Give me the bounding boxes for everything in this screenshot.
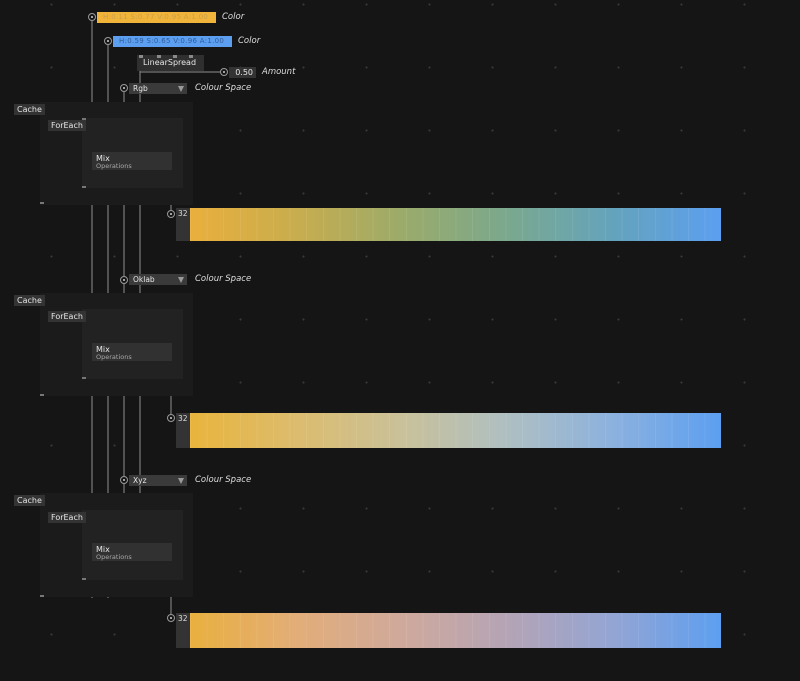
- gradient-stripes: [190, 413, 721, 448]
- foreach-label[interactable]: ForEach: [48, 512, 86, 523]
- chevron-down-icon: [178, 86, 184, 92]
- colour-space-value: Xyz: [133, 476, 147, 485]
- gradient-output-bar[interactable]: 32: [176, 613, 721, 648]
- region-corner: [40, 202, 44, 204]
- colour-space-output-pin[interactable]: [120, 276, 128, 284]
- color-a-label: Color: [222, 12, 245, 22]
- linear-spread-title: LinearSpread: [143, 58, 197, 67]
- colour-space-label: Colour Space: [195, 274, 252, 284]
- chevron-down-icon: [178, 478, 184, 484]
- mix-node[interactable]: Mix Operations: [92, 343, 172, 361]
- colour-space-label: Colour Space: [195, 83, 252, 93]
- region-corner: [40, 394, 44, 396]
- colour-space-output-pin[interactable]: [120, 476, 128, 484]
- region-corner: [82, 578, 86, 580]
- colour-space-output-pin[interactable]: [120, 84, 128, 92]
- foreach-label[interactable]: ForEach: [48, 311, 86, 322]
- mix-title: Mix: [96, 345, 110, 354]
- region-corner: [40, 595, 44, 597]
- linear-spread-input-pin[interactable]: [173, 55, 177, 58]
- mix-subtitle: Operations: [96, 162, 132, 170]
- cache-label[interactable]: Cache: [14, 104, 45, 115]
- linear-spread-input-pin[interactable]: [139, 55, 143, 58]
- count-output-pin[interactable]: [167, 414, 175, 422]
- amount-input[interactable]: 0.50: [229, 67, 256, 78]
- region-corner: [82, 377, 86, 379]
- amount-output-pin[interactable]: [220, 68, 228, 76]
- color-b-input[interactable]: H:0.59 S:0.65 V:0.96 A:1.00: [113, 36, 232, 47]
- gradient-stripes: [190, 208, 721, 241]
- mix-node[interactable]: Mix Operations: [92, 152, 172, 170]
- linear-spread-input-pin[interactable]: [157, 55, 161, 58]
- mix-title: Mix: [96, 154, 110, 163]
- count-value: 32: [176, 413, 190, 448]
- colour-space-label: Colour Space: [195, 475, 252, 485]
- mix-subtitle: Operations: [96, 353, 132, 361]
- color-a-output-pin[interactable]: [88, 13, 96, 21]
- color-b-label: Color: [238, 36, 261, 46]
- colour-space-value: Oklab: [133, 275, 155, 284]
- mix-node[interactable]: Mix Operations: [92, 543, 172, 561]
- count-value: 32: [176, 613, 190, 648]
- region-corner: [82, 118, 86, 120]
- cache-label[interactable]: Cache: [14, 295, 45, 306]
- gradient-output-bar[interactable]: 32: [176, 413, 721, 448]
- count-output-pin[interactable]: [167, 614, 175, 622]
- color-a-input[interactable]: H:0.11 S:0.77 V:0.95 A:1.00: [97, 12, 216, 23]
- amount-label: Amount: [262, 67, 296, 77]
- colour-space-value: Rgb: [133, 84, 148, 93]
- linear-spread-input-pin[interactable]: [189, 55, 193, 58]
- count-value: 32: [176, 208, 190, 241]
- gradient-stripes: [190, 613, 721, 648]
- mix-title: Mix: [96, 545, 110, 554]
- cache-label[interactable]: Cache: [14, 495, 45, 506]
- foreach-label[interactable]: ForEach: [48, 120, 86, 131]
- gradient-output-bar[interactable]: 32: [176, 208, 721, 241]
- chevron-down-icon: [178, 277, 184, 283]
- colour-space-dropdown[interactable]: Rgb: [129, 83, 187, 94]
- count-output-pin[interactable]: [167, 210, 175, 218]
- linear-spread-node[interactable]: LinearSpread: [137, 55, 204, 71]
- colour-space-dropdown[interactable]: Oklab: [129, 274, 187, 285]
- colour-space-dropdown[interactable]: Xyz: [129, 475, 187, 486]
- region-corner: [82, 186, 86, 188]
- mix-subtitle: Operations: [96, 553, 132, 561]
- color-b-output-pin[interactable]: [104, 37, 112, 45]
